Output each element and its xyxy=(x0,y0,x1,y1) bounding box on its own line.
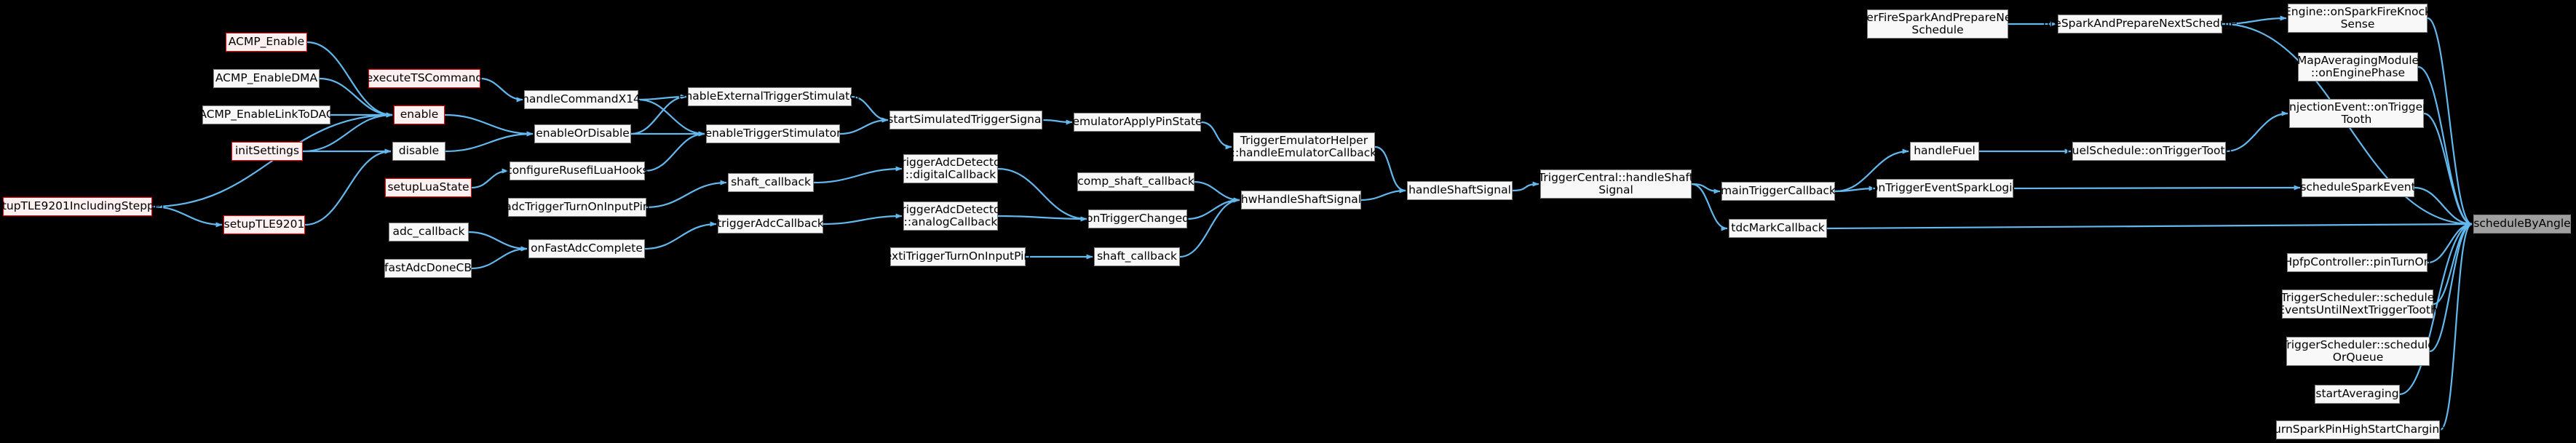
graph-node-enable[interactable]: enable xyxy=(394,105,445,124)
graph-node-ontriggereventsparklogic[interactable]: onTriggerEventSparkLogic xyxy=(1871,179,2018,198)
graph-node-extitriggerturnoninputpin[interactable]: extiTriggerTurnOnInputPin xyxy=(885,247,1031,266)
graph-edge xyxy=(471,168,509,189)
graph-edge xyxy=(1360,188,1406,201)
graph-edge xyxy=(2423,112,2473,227)
graph-node-hpfpcontroller-pinturnon[interactable]: HpfpController::pinTurnOn xyxy=(2283,253,2431,272)
graph-edge xyxy=(997,167,1087,222)
graph-edge xyxy=(468,231,528,252)
graph-edge xyxy=(1834,185,1876,193)
graph-edge xyxy=(1374,145,1406,193)
graph-node-enabletriggerstimulator[interactable]: enableTriggerStimulator xyxy=(705,124,841,143)
graph-node-shaft-callback[interactable]: shaft_callback xyxy=(1094,247,1180,266)
graph-edge xyxy=(644,221,717,250)
graph-edge xyxy=(1186,197,1240,220)
graph-edge xyxy=(1042,119,1073,125)
graph-node-schedulesparkevent[interactable]: scheduleSparkEvent xyxy=(2300,178,2416,197)
graph-node-engine-onsparkfireknock-sense[interactable]: Engine::onSparkFireKnock Sense xyxy=(2284,4,2431,33)
graph-node-onfastadccomplete[interactable]: onFastAdcComplete xyxy=(528,239,645,258)
graph-edge xyxy=(1691,183,1721,194)
graph-node-handleshaftsignal[interactable]: handleShaftSignal xyxy=(1407,181,1513,200)
graph-node-triggerscheduler-schedule-orqueue[interactable]: TriggerScheduler::schedule OrQueue xyxy=(2281,337,2435,366)
graph-edge xyxy=(151,112,393,208)
graph-node-configurerusefiluahooks[interactable]: configureRusefiLuaHooks xyxy=(506,161,649,180)
graph-edge xyxy=(1194,180,1240,203)
graph-edge xyxy=(1512,181,1539,192)
graph-node-acmp-enablelinktodac[interactable]: ACMP_EnableLinkToDAC xyxy=(199,105,334,124)
graph-node-shaft-callback[interactable]: shaft_callback xyxy=(728,173,814,192)
graph-edge xyxy=(2429,221,2473,353)
graph-edge xyxy=(471,246,528,270)
graph-edge xyxy=(445,131,534,153)
graph-node-overfiresparkandpreparenext-schedule[interactable]: overFireSparkAndPrepareNext Schedule xyxy=(1853,9,2022,39)
graph-node-triggeremulatorhelper-handleemulatorcallback[interactable]: TriggerEmulatorHelper ::handleEmulatorCa… xyxy=(1232,132,1376,161)
graph-node-startaveraging[interactable]: startAveraging xyxy=(2315,385,2400,404)
graph-node-schedulebyangle[interactable]: scheduleByAngle xyxy=(2473,215,2571,234)
graph-node-triggerscheduler-schedule-eventsuntilnexttriggertooth[interactable]: TriggerScheduler::schedule EventsUntilNe… xyxy=(2278,290,2438,319)
graph-node-setupluastate[interactable]: setupLuaState xyxy=(385,178,472,197)
graph-node-adc-callback[interactable]: adc_callback xyxy=(389,223,469,242)
graph-edge xyxy=(2427,221,2473,264)
graph-node-setuptle9201[interactable]: setupTLE9201 xyxy=(223,215,305,234)
graph-node-executetscommand[interactable]: executeTSCommand xyxy=(366,69,483,88)
graph-edge xyxy=(644,131,705,172)
graph-edge xyxy=(304,148,392,226)
graph-edge xyxy=(444,113,534,137)
graph-node-tdcmarkcallback[interactable]: tdcMarkCallback xyxy=(1729,219,1827,238)
graph-node-adctriggerturnoninputpin[interactable]: adcTriggerTurnOnInputPin xyxy=(504,198,650,217)
graph-edge xyxy=(1179,197,1240,258)
graph-edge xyxy=(646,180,727,209)
graph-node-injectionevent-ontrigger-tooth[interactable]: InjectionEvent::onTrigger Tooth xyxy=(2286,99,2428,128)
graph-node-hwhandleshaftsignal[interactable]: hwHandleShaftSignal xyxy=(1241,191,1361,209)
graph-node-enableordisable[interactable]: enableOrDisable xyxy=(534,124,631,143)
graph-edge xyxy=(2417,65,2473,227)
graph-node-triggeradcdetector-digitalcallback[interactable]: TriggerAdcDetector ::digitalCallback xyxy=(896,154,1005,183)
graph-edge xyxy=(813,166,903,184)
graph-edge xyxy=(1826,221,2473,230)
graph-node-startsimulatedtriggersignal[interactable]: startSimulatedTriggerSignal xyxy=(887,111,1045,129)
graph-node-handlefuel[interactable]: handleFuel xyxy=(1910,142,1979,161)
graph-node-mapaveragingmodule-onenginephase[interactable]: MapAveragingModule ::onEnginePhase xyxy=(2297,52,2419,81)
graph-node-enableexternaltriggerstimulator[interactable]: enableExternalTriggerStimulator xyxy=(678,87,861,106)
graph-node-fuelschedule-ontriggertooth[interactable]: FuelSchedule::onTriggerTooth xyxy=(2066,142,2232,161)
graph-edge xyxy=(480,77,523,103)
graph-edge xyxy=(2427,17,2473,227)
graph-node-acmp-enabledma[interactable]: ACMP_EnableDMA xyxy=(213,69,320,88)
graph-node-emulatorapplypinstate[interactable]: emulatorApplyPinState xyxy=(1072,113,1202,132)
graph-edge xyxy=(823,213,903,226)
graph-node-comp-shaft-callback[interactable]: comp_shaft_callback xyxy=(1077,172,1194,191)
graph-node-triggeradcdetector-analogcallback[interactable]: TriggerAdcDetector ::analogCallback xyxy=(896,201,1005,231)
graph-node-setuptle9201includingstepper[interactable]: setupTLE9201IncludingStepper xyxy=(0,197,166,216)
graph-node-initsettings[interactable]: initSettings xyxy=(231,142,303,161)
graph-node-fastadcdonecb[interactable]: fastAdcDoneCB xyxy=(384,259,472,278)
graph-edge xyxy=(1200,121,1232,150)
graph-node-ontriggerchanged[interactable]: onTriggerChanged xyxy=(1086,209,1189,228)
graph-edge xyxy=(839,117,889,135)
graph-node-triggercentral-handleshaft-signal[interactable]: TriggerCentral::handleShaft Signal xyxy=(1538,169,1694,199)
graph-edge xyxy=(2225,111,2288,153)
graph-node-disable[interactable]: disable xyxy=(392,142,445,161)
graph-node-firesparkandpreparenextschedule[interactable]: fireSparkAndPrepareNextSchedule xyxy=(2043,15,2238,33)
graph-node-triggeradccallback[interactable]: triggerAdcCallback xyxy=(717,215,824,234)
graph-edge xyxy=(997,215,1087,222)
graph-node-handlecommandx14[interactable]: handleCommandX14 xyxy=(522,90,641,109)
graph-node-maintriggercallback[interactable]: mainTriggerCallback xyxy=(1721,182,1836,201)
graph-edge xyxy=(2439,221,2473,431)
graph-node-turnsparkpinhighstartcharging[interactable]: turnSparkPinHighStartCharging xyxy=(2270,420,2446,439)
graph-edge xyxy=(2414,186,2473,227)
graph-node-acmp-enable[interactable]: ACMP_Enable xyxy=(226,33,307,52)
graph-edge xyxy=(2433,221,2473,306)
